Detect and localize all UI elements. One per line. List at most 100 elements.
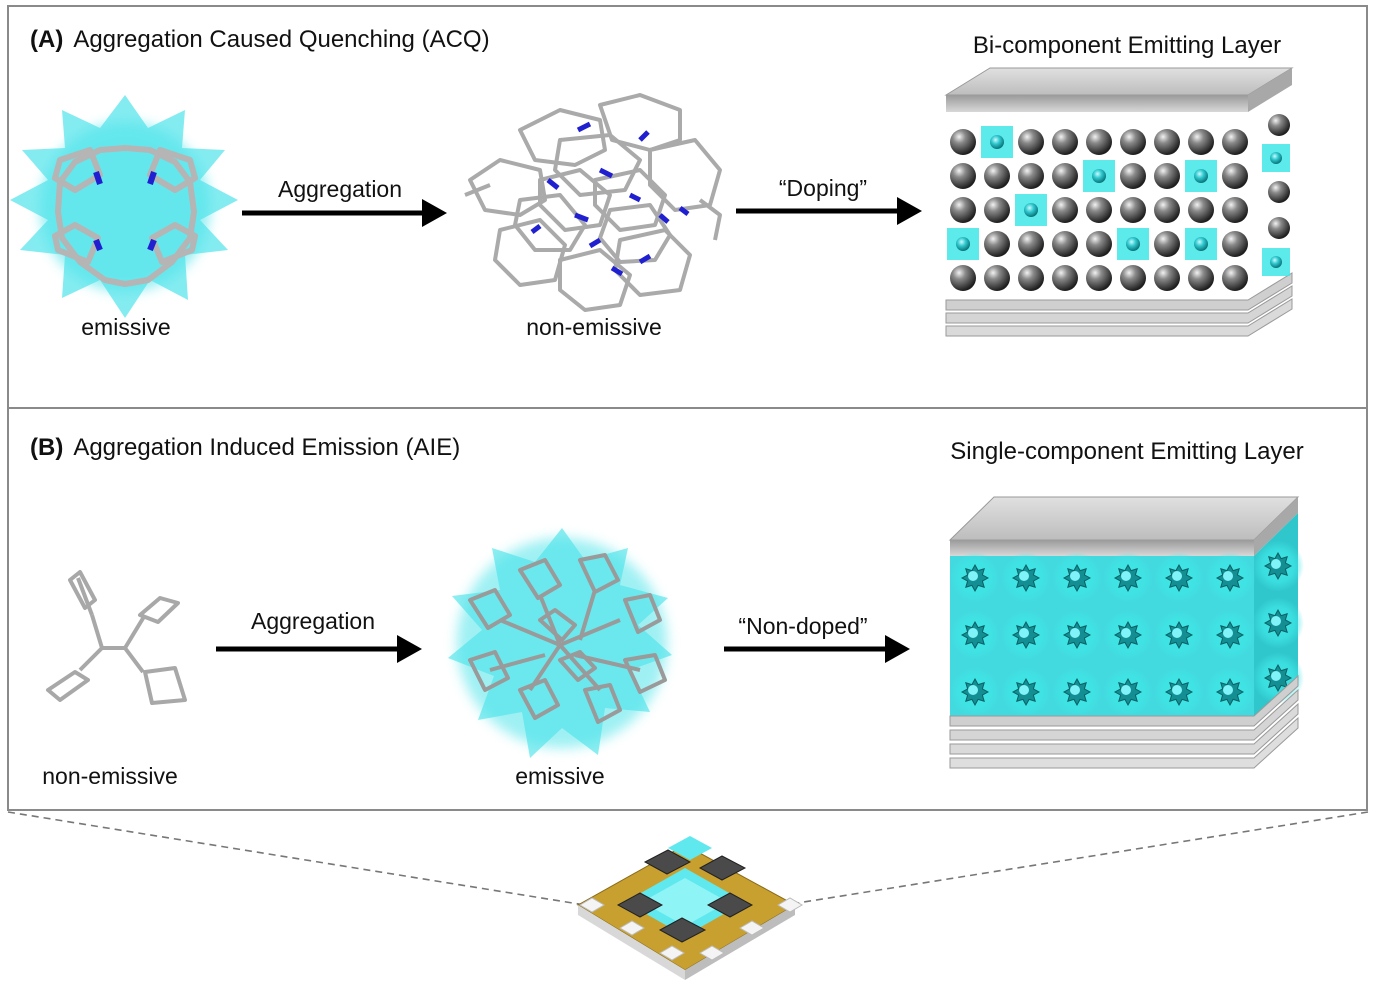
host-sphere-grid <box>947 114 1290 291</box>
aggregate-bonds <box>468 553 667 724</box>
emitter-highlight <box>1121 628 1131 638</box>
emission-halo <box>40 122 210 292</box>
host-sphere <box>1086 231 1112 257</box>
host-sphere <box>1154 129 1180 155</box>
dopant-molecule <box>956 237 970 251</box>
dopant-molecule <box>1194 169 1208 183</box>
aggregate-nitrogen-atoms <box>530 121 690 277</box>
emitter-highlight <box>1172 571 1182 581</box>
emitter-highlight <box>1121 685 1131 695</box>
emitter-highlight <box>1121 571 1131 581</box>
host-sphere <box>1120 197 1146 223</box>
emitter-highlight <box>1019 628 1029 638</box>
emitter-highlight <box>1223 628 1233 638</box>
emitter-highlight <box>1070 628 1080 638</box>
dopant-molecule <box>1270 152 1282 164</box>
panel-a-heading: (A) Aggregation Caused Quenching (ACQ) <box>30 26 490 54</box>
acq-emissive-monomer <box>10 95 238 318</box>
host-sphere <box>1086 197 1112 223</box>
emitter-highlight <box>1271 616 1281 626</box>
host-sphere <box>1268 217 1290 239</box>
host-sphere <box>1222 265 1248 291</box>
emitter-highlight <box>1019 685 1029 695</box>
host-sphere <box>984 197 1010 223</box>
emitter-highlight <box>1172 685 1182 695</box>
dopant-molecule <box>1194 237 1208 251</box>
panel-a-letter: (A) <box>30 26 64 53</box>
doping-label: “Doping” <box>778 175 868 201</box>
emitter-highlight <box>1223 685 1233 695</box>
emitter-highlight <box>1070 571 1080 581</box>
emitter-highlight <box>968 628 978 638</box>
host-sphere <box>950 265 976 291</box>
host-sphere <box>1188 129 1214 155</box>
panel-b-title: Aggregation Induced Emission (AIE) <box>73 434 461 461</box>
dopant-molecule <box>990 135 1004 149</box>
acq-non-emissive-aggregate <box>464 93 722 312</box>
host-sphere <box>1086 265 1112 291</box>
aie-aggregation-label: Aggregation <box>250 608 376 634</box>
host-sphere <box>1154 231 1180 257</box>
host-sphere <box>1268 114 1290 136</box>
host-sphere <box>984 231 1010 257</box>
dopant-molecule <box>1024 203 1038 217</box>
non-doped-label: “Non-doped” <box>738 613 868 639</box>
aie-aggregation-arrow <box>216 635 422 663</box>
porphyrin-bonds <box>52 145 198 287</box>
host-sphere <box>1188 197 1214 223</box>
host-sphere <box>1018 265 1044 291</box>
emitter-highlight <box>1271 559 1281 569</box>
acq-aggregation-label: Aggregation <box>277 176 403 202</box>
dopant-molecule <box>1270 256 1282 268</box>
host-sphere <box>1154 265 1180 291</box>
host-sphere <box>1222 197 1248 223</box>
device-contacts <box>579 897 803 961</box>
emitter-highlight <box>1223 571 1233 581</box>
bi-component-emitting-layer <box>944 67 1294 337</box>
aie-monomer-label: non-emissive <box>42 763 178 789</box>
host-sphere <box>1018 163 1044 189</box>
emitter-highlight <box>1172 628 1182 638</box>
zoom-lines <box>7 811 1369 906</box>
host-sphere <box>1018 231 1044 257</box>
emitter-highlight <box>1271 671 1281 681</box>
panel-b-letter: (B) <box>30 434 64 461</box>
host-sphere <box>1018 129 1044 155</box>
host-sphere <box>1052 265 1078 291</box>
aie-aggregate-label: emissive <box>515 763 605 789</box>
panel-a-title: Aggregation Caused Quenching (ACQ) <box>73 26 490 53</box>
acq-aggregate-label: non-emissive <box>526 314 662 340</box>
doping-arrow <box>736 197 922 225</box>
host-sphere <box>1052 197 1078 223</box>
host-sphere <box>1052 231 1078 257</box>
host-sphere <box>1120 129 1146 155</box>
host-sphere <box>1052 129 1078 155</box>
emitter-highlight <box>1019 571 1029 581</box>
host-sphere <box>1154 197 1180 223</box>
dopant-molecule <box>1092 169 1106 183</box>
emitter-highlight <box>968 571 978 581</box>
aie-non-emissive-monomer <box>46 570 187 705</box>
host-sphere <box>950 197 976 223</box>
dopant-molecule <box>1126 237 1140 251</box>
host-sphere <box>984 163 1010 189</box>
non-doped-arrow <box>724 635 910 663</box>
host-sphere <box>1222 163 1248 189</box>
acq-monomer-label: emissive <box>81 314 171 340</box>
host-sphere <box>1222 129 1248 155</box>
host-sphere <box>950 163 976 189</box>
host-sphere <box>984 265 1010 291</box>
aie-emissive-aggregate <box>448 528 672 758</box>
panel-b-heading: (B) Aggregation Induced Emission (AIE) <box>30 434 460 462</box>
host-sphere <box>1222 231 1248 257</box>
single-component-layer-title: Single-component Emitting Layer <box>950 438 1304 465</box>
host-sphere <box>1086 129 1112 155</box>
single-component-emitting-layer <box>948 496 1304 769</box>
oled-device <box>577 836 803 980</box>
bottom-substrate-slabs-b <box>949 674 1299 769</box>
emitter-highlight <box>1070 685 1080 695</box>
emitter-grid <box>949 540 1304 718</box>
host-sphere <box>1120 265 1146 291</box>
host-sphere <box>1154 163 1180 189</box>
